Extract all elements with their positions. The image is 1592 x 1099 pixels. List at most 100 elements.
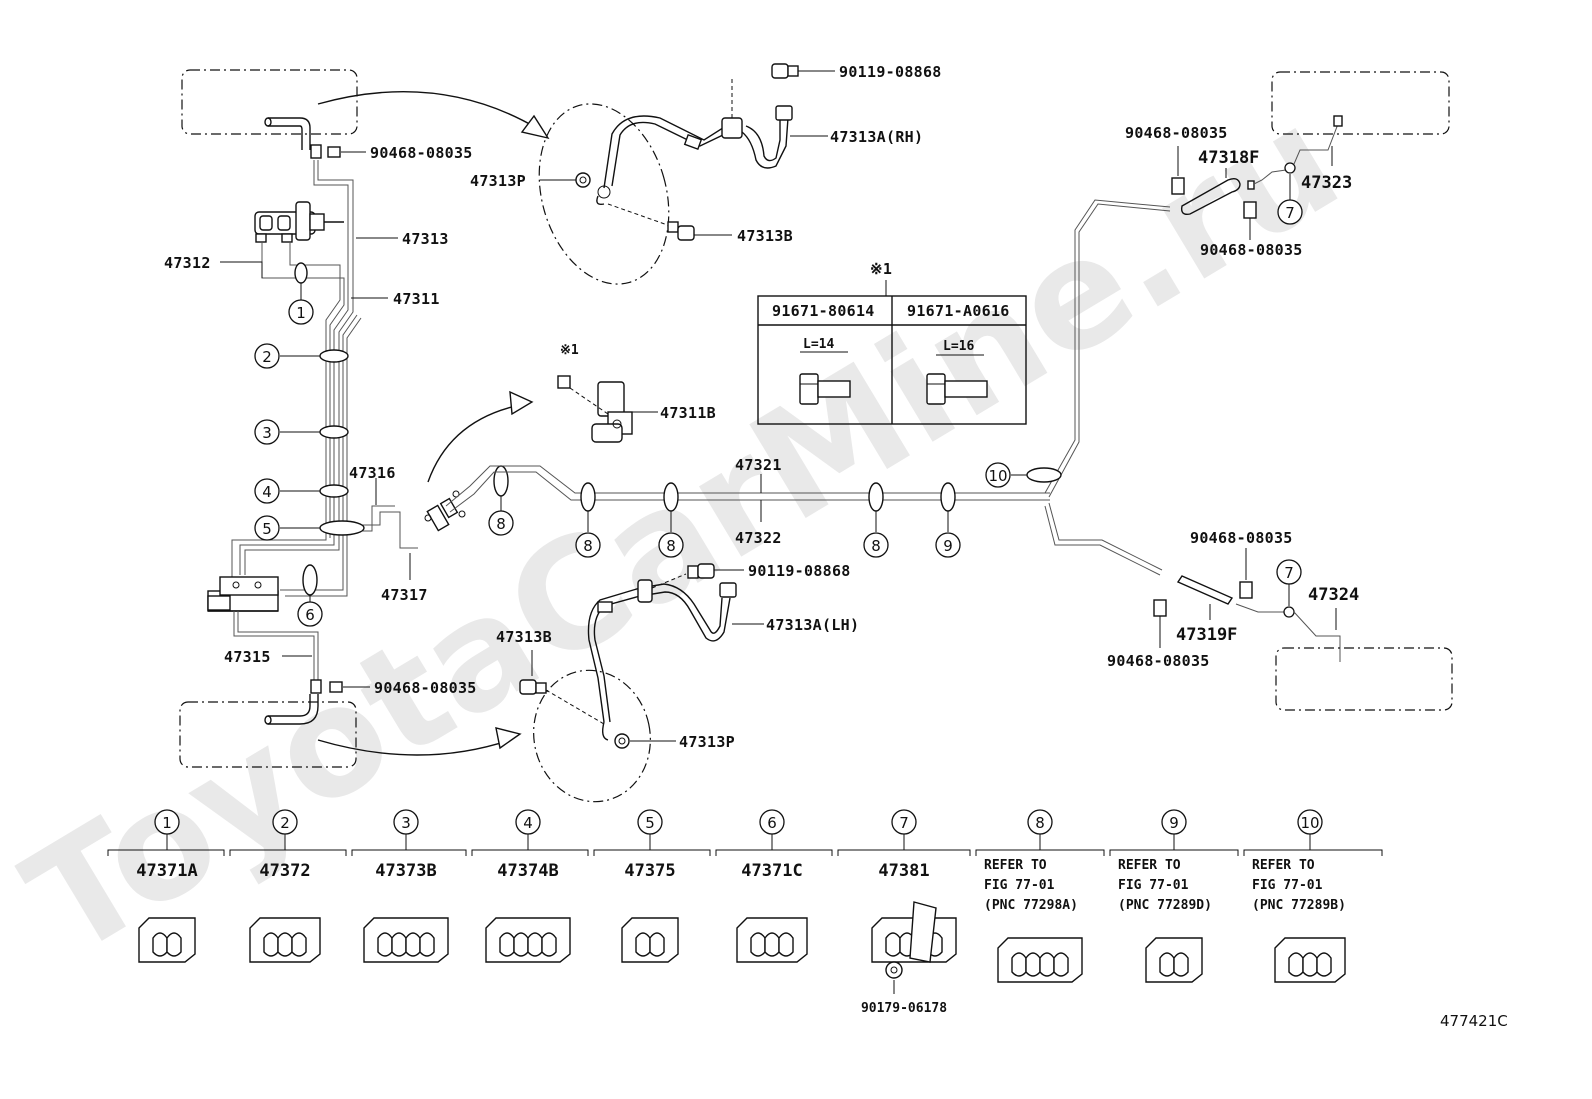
legend-item-4: 4 47374B (471, 809, 589, 963)
bracket-47311b (557, 375, 633, 443)
abs-actuator (207, 576, 279, 612)
legend-clip-drawing-4 (485, 917, 571, 963)
legend-part-9-line-1: FIG 77-01 (1118, 878, 1189, 893)
callout-9-main: 9 (943, 537, 953, 555)
arrow-to-lh-hose (317, 739, 511, 756)
legend-part-1-line-0: 47371A (136, 861, 197, 881)
label-90468-right-top: 90468-08035 (1125, 124, 1228, 142)
callout-5-main: 5 (262, 520, 272, 538)
label-47313a-rh: 47313A(RH) (830, 128, 923, 146)
hose-47318f (1180, 177, 1241, 216)
bolt-90119-top (771, 63, 835, 79)
arrow-to-rh-hose (317, 91, 541, 131)
legend-part-6-line-0: 47371C (741, 861, 802, 881)
dim-l16: L=16 (943, 339, 974, 354)
callout-10-main: 10 (988, 467, 1007, 485)
legend-part-3-line-0: 47373B (375, 861, 436, 881)
label-90119-bottom: 90119-08868 (748, 562, 851, 580)
legend-part-8-line-2: (PNC 77298A) (984, 898, 1078, 913)
label-90468-right-mid: 90468-08035 (1200, 241, 1303, 259)
legend-callout-6: 6 (767, 814, 777, 832)
legend-item-3: 3 47373B (351, 809, 467, 963)
label-47313: 47313 (402, 230, 449, 248)
label-90468-right-low: 90468-08035 (1190, 529, 1293, 547)
bolt-47313b-top (667, 221, 695, 241)
legend-clip-drawing-5 (621, 917, 679, 963)
label-47313a-lh: 47313A(LH) (766, 616, 859, 634)
bolt-90119-bottom (687, 563, 744, 579)
legend-clip-drawing-6 (736, 917, 808, 963)
label-90468-top-left: 90468-08035 (370, 144, 473, 162)
dim-l14: L=14 (803, 337, 834, 352)
table-header-91671-a0616: 91671-A0616 (907, 302, 1010, 320)
label-90119-top: 90119-08868 (839, 63, 942, 81)
clip-90468-right-bottom (1153, 599, 1167, 617)
legend-part-7-extra: 90179-06178 (861, 1001, 947, 1016)
callout-7-top: 7 (1285, 204, 1295, 222)
watermark: ToyotaCarMine.ru (0, 74, 1367, 991)
detail-circle-bottom (533, 669, 651, 803)
label-47323: 47323 (1301, 173, 1352, 193)
legend-item-5: 5 47375 (593, 809, 711, 963)
right-top-reference-box (1271, 71, 1450, 135)
label-90468-bottom-left: 90468-08035 (374, 679, 477, 697)
clip-47313p-bottom (614, 733, 630, 749)
legend-callout-8: 8 (1035, 814, 1045, 832)
bottom-left-reference-box (179, 694, 357, 768)
master-cylinder (254, 201, 344, 243)
legend-part-10-line-1: FIG 77-01 (1252, 878, 1323, 893)
legend-clip-drawing-2 (249, 917, 321, 963)
label-kome-small: ※1 (560, 343, 579, 358)
label-47317: 47317 (381, 586, 428, 604)
legend-callout-1: 1 (162, 814, 172, 832)
label-47313b-bottom: 47313B (496, 628, 552, 646)
callout-8-c: 8 (666, 537, 676, 555)
hose-47319f (1176, 575, 1234, 605)
legend-callout-5: 5 (645, 814, 655, 832)
legend-clip-drawing-8 (997, 937, 1083, 983)
label-47316: 47316 (349, 464, 396, 482)
legend-part-10-line-2: (PNC 77289B) (1252, 898, 1346, 913)
callout-2-main: 2 (262, 348, 272, 366)
legend-callout-3: 3 (401, 814, 411, 832)
table-header-91671-80614: 91671-80614 (772, 302, 875, 320)
legend-callout-4: 4 (523, 814, 533, 832)
label-47319f: 47319F (1176, 625, 1237, 645)
callout-8-a: 8 (496, 515, 506, 533)
label-47318f: 47318F (1198, 148, 1259, 168)
label-47324: 47324 (1308, 585, 1359, 605)
top-left-reference-box (181, 69, 358, 150)
flex-hose-lh (587, 579, 737, 741)
legend-part-4-line-0: 47374B (497, 861, 558, 881)
clip-90468-right-mid (1243, 201, 1257, 219)
callout-4-main: 4 (262, 483, 272, 501)
legend-callout-10: 10 (1300, 814, 1319, 832)
legend-part-5-line-0: 47375 (624, 861, 675, 881)
legend-clip-drawing-7 (871, 901, 957, 994)
callout-8-d: 8 (871, 537, 881, 555)
legend-clip-drawing-1 (138, 917, 196, 963)
bolt-47313b-bottom (519, 679, 547, 695)
label-47311b: 47311B (660, 404, 716, 422)
callout-6-main: 6 (305, 606, 315, 624)
main-rear-brake-lines (445, 199, 1171, 576)
label-47312: 47312 (164, 254, 211, 272)
bolt-size-table: 91671-80614 91671-A0616 L=14 L=16 (757, 295, 1027, 425)
figure-code: 477421C (1440, 1012, 1508, 1030)
clip-90468-top-left (310, 144, 366, 159)
legend-part-8-line-1: FIG 77-01 (984, 878, 1055, 893)
arrow-to-47311b (427, 404, 521, 483)
label-90468-right-bottom: 90468-08035 (1107, 652, 1210, 670)
legend-part-2-line-0: 47372 (259, 861, 310, 881)
clip-47313p-top (575, 172, 591, 188)
bolt-l14-drawing (799, 373, 851, 405)
callout-8-b: 8 (583, 537, 593, 555)
bolt-l16-drawing (926, 373, 988, 405)
arrow-head-rh (520, 114, 550, 140)
callout-7-bottom: 7 (1284, 564, 1294, 582)
clip-90468-bottom-left (310, 679, 370, 694)
